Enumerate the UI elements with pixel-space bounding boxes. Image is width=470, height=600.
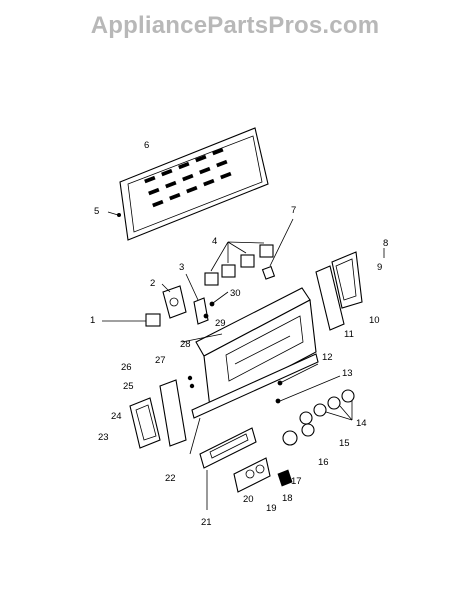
callout-26: 26 [121, 362, 132, 373]
callout-28: 28 [180, 339, 191, 350]
callout-20: 20 [243, 494, 254, 505]
part-5-screw [107, 211, 122, 217]
callout-3: 3 [179, 262, 184, 273]
callout-11: 11 [344, 329, 354, 340]
callout-17: 17 [291, 476, 302, 487]
callout-30: 30 [230, 288, 241, 299]
callout-13: 13 [342, 368, 353, 379]
watermark-text: AppliancePartsPros.com [90, 12, 380, 39]
callout-27: 27 [155, 355, 166, 366]
part-20-clock-module [233, 457, 293, 493]
callout-5: 5 [94, 206, 99, 217]
part-14-knobs [299, 389, 355, 425]
part-29-30-fasteners [203, 291, 229, 319]
callout-4: 4 [212, 236, 217, 247]
callout-23: 23 [98, 432, 109, 443]
part-22-trim [189, 353, 319, 455]
callout-15: 15 [339, 438, 350, 449]
callout-24: 24 [111, 411, 122, 422]
callout-29: 29 [215, 318, 226, 329]
part-26-end-bracket [159, 379, 187, 447]
callout-1: 1 [90, 315, 95, 326]
callout-19: 19 [266, 503, 277, 514]
callout-25: 25 [123, 381, 134, 392]
callout-8: 8 [383, 238, 388, 249]
part-24-25-end-cap [129, 397, 161, 449]
part-12-13-screws [275, 363, 341, 404]
part-21-overlay [199, 427, 257, 510]
callout-labels: 6 5 7 4 8 9 3 2 30 1 29 10 11 28 12 27 2… [90, 140, 388, 528]
callout-7: 7 [291, 205, 296, 216]
callout-14: 14 [356, 418, 367, 429]
part-6-panel [119, 127, 269, 241]
part-11-end-bracket [315, 265, 345, 331]
callout-18: 18 [282, 493, 293, 504]
callout-9: 9 [377, 262, 382, 273]
part-4-switches [204, 241, 274, 286]
part-9-10-end-cap [331, 248, 385, 309]
part-15-16-knobs [282, 423, 315, 446]
callout-12: 12 [322, 352, 333, 363]
callout-6: 6 [144, 140, 149, 151]
part-28-backguard [181, 287, 317, 409]
callout-2: 2 [150, 278, 155, 289]
callout-22: 22 [165, 473, 176, 484]
callout-10: 10 [369, 315, 380, 326]
callout-16: 16 [318, 457, 329, 468]
part-2-timer [161, 283, 187, 319]
callout-21: 21 [201, 517, 212, 528]
part-1-switch [102, 313, 161, 327]
part-27-fastener [187, 375, 195, 389]
part-7-socket [261, 218, 294, 280]
